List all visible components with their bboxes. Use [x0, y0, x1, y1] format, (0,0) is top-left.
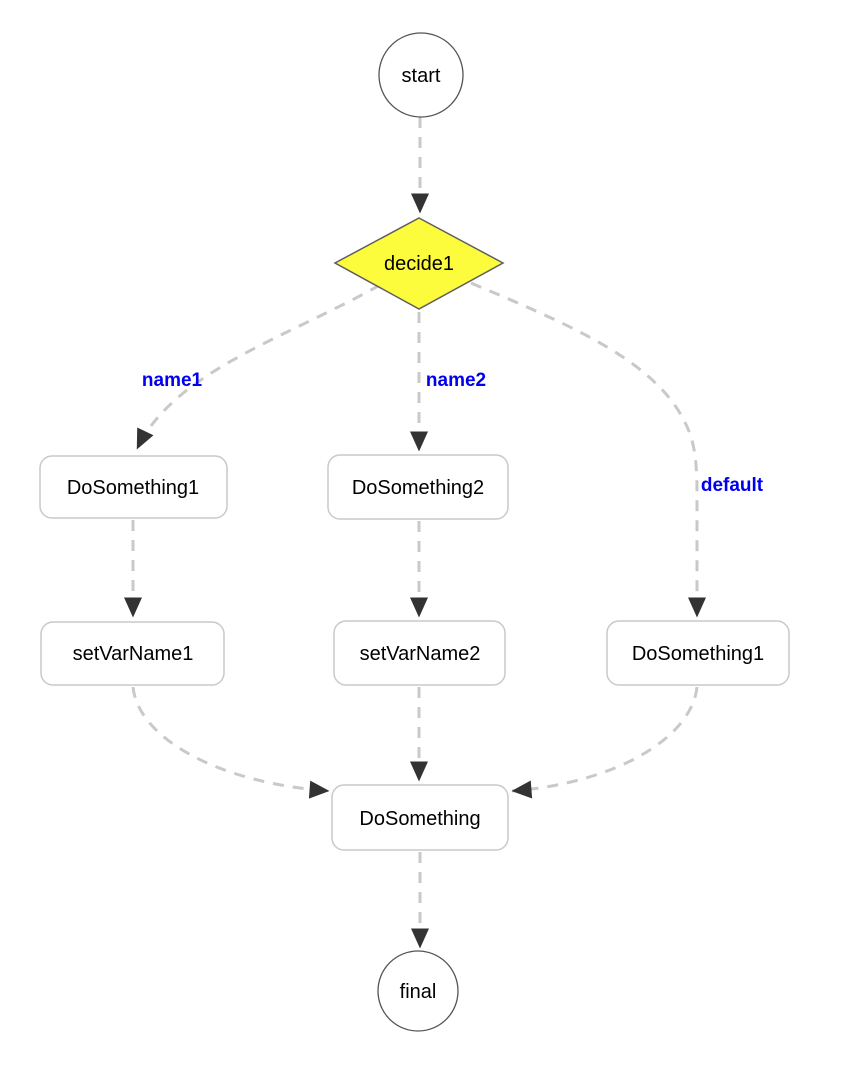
node-dosomething1-right[interactable]: DoSomething1: [606, 620, 790, 686]
edge-decide1-dosomething1-right: [470, 281, 706, 618]
start-event-circle: [378, 32, 464, 118]
edge-label-name1: name1: [142, 370, 203, 391]
node-dosomething2[interactable]: DoSomething2: [327, 454, 509, 520]
edge-dosomething1right-dosomething: [511, 686, 699, 799]
node-dosomething-merge[interactable]: DoSomething: [331, 784, 509, 851]
node-dosomething2-label: DoSomething2: [352, 477, 484, 499]
task-rect: [606, 620, 790, 686]
task-rect: [327, 454, 509, 520]
task-rect: [39, 455, 228, 519]
end-event-circle: [377, 950, 459, 1032]
task-rect: [333, 620, 506, 686]
node-decide1-label: decide1: [384, 253, 454, 275]
node-setvarname1-label: setVarName1: [73, 643, 194, 665]
node-dosomething1-left[interactable]: DoSomething1: [39, 455, 228, 519]
node-final-label: final: [400, 981, 437, 1003]
edge-setvarname1-dosomething: [131, 686, 330, 799]
decision-diamond: [333, 217, 505, 310]
edge-decide1-dosomething1-left: [135, 283, 381, 450]
node-setvarname1[interactable]: setVarName1: [40, 621, 225, 686]
task-rect: [331, 784, 509, 851]
node-start-label: start: [402, 65, 441, 87]
edge-label-name2: name2: [426, 370, 486, 391]
node-dosomething1-left-label: DoSomething1: [67, 477, 199, 499]
node-start[interactable]: start: [378, 32, 464, 118]
task-rect: [40, 621, 225, 686]
node-final[interactable]: final: [377, 950, 459, 1032]
node-decide1[interactable]: decide1: [333, 217, 505, 310]
node-dosomething1-right-label: DoSomething1: [632, 643, 764, 665]
node-setvarname2-label: setVarName2: [360, 643, 481, 665]
node-dosomething-merge-label: DoSomething: [359, 808, 480, 830]
edge-label-default: default: [701, 475, 764, 496]
node-setvarname2[interactable]: setVarName2: [333, 620, 506, 686]
